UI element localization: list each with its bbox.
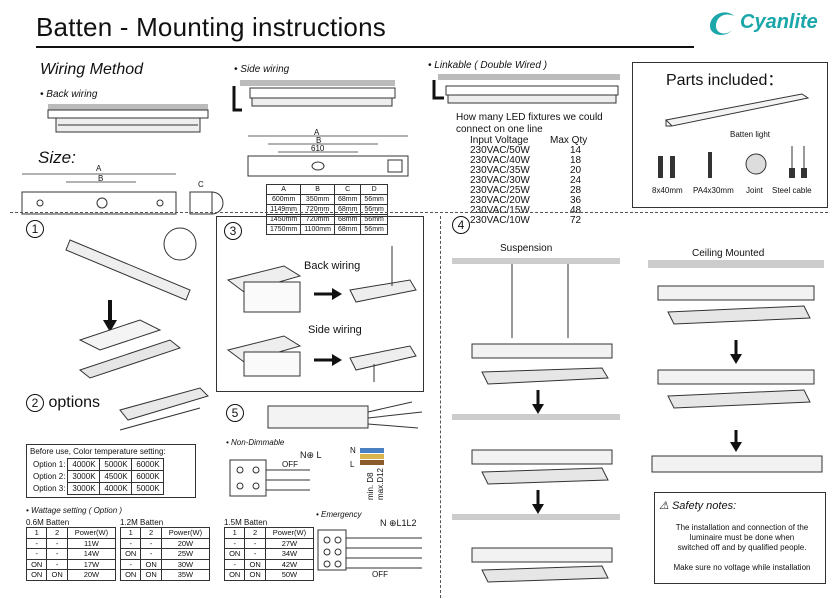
brand-logo: Cyanlite <box>706 6 818 42</box>
step-3-back-label: Back wiring <box>304 260 361 272</box>
min-d8-label: min. D8 <box>366 472 375 500</box>
step-3-side-label: Side wiring <box>308 324 362 336</box>
step-3-illustration <box>226 246 417 382</box>
wire-end-icon <box>360 448 384 465</box>
warning-icon: ⚠ <box>659 500 669 512</box>
section-divider <box>10 212 828 213</box>
col-voltage: Input Voltage <box>470 135 529 146</box>
col-qty: Max Qty <box>550 135 588 146</box>
parts-heading: Parts included： <box>666 72 784 89</box>
logo-swirl-icon <box>710 12 734 35</box>
off-label: OFF <box>282 460 298 469</box>
suspension-illustration <box>452 258 620 583</box>
title-underline <box>36 46 694 48</box>
part-label: Steel cable <box>772 186 812 195</box>
step-5-illustration <box>267 401 423 429</box>
part-label: PA4x30mm <box>693 186 734 195</box>
nl-label: N⊕ L <box>300 450 322 460</box>
safety-notes-box: ⚠ Safety notes: The installation and con… <box>654 492 826 584</box>
wattage-table-title: 1.5M Batten <box>224 518 268 527</box>
linkable-label: • Linkable ( Double Wired ) <box>428 60 548 71</box>
safety-heading: ⚠ Safety notes: <box>659 500 737 512</box>
terminal-block-diagram <box>229 459 310 497</box>
linkable-diagram <box>432 74 620 104</box>
size-side-view <box>247 135 409 177</box>
max-d12-label: max.D12 <box>376 467 385 500</box>
step-3-box <box>216 216 424 392</box>
step-5-number: 5 <box>226 404 244 422</box>
batten-light-label: Batten light <box>730 130 771 139</box>
parts-hardware-image <box>658 146 807 178</box>
l-label: L <box>350 460 355 469</box>
step-2-label: options <box>48 394 101 411</box>
batten-light-image <box>664 93 810 127</box>
dim-a-label: A <box>96 164 102 173</box>
size-top-view <box>21 173 224 215</box>
emergency-label: • Emergency <box>316 510 362 519</box>
dim-b-label: B <box>98 174 104 183</box>
step-2-number: 2 <box>26 394 44 412</box>
screw-icon <box>670 156 675 178</box>
side-wiring-label: • Side wiring <box>234 64 290 75</box>
step-3-number: 3 <box>224 222 242 240</box>
wiring-method-heading: Wiring Method <box>40 61 144 78</box>
step-1-number: 1 <box>26 220 44 238</box>
step-4-number: 4 <box>452 216 470 234</box>
part-label: 8x40mm <box>652 186 683 195</box>
step-1-illustration <box>65 227 197 379</box>
step-2-illustration <box>119 387 209 431</box>
brand-name: Cyanlite <box>740 11 818 33</box>
back-wiring-diagram <box>47 104 209 133</box>
parts-included-box <box>632 62 828 208</box>
step-2: 2 options <box>26 394 100 412</box>
part-label: Joint <box>746 186 763 195</box>
side-wiring-diagram <box>232 80 396 112</box>
color-temp-box: Before use, Color temperature setting: O… <box>26 444 196 498</box>
dim-610-label: 610 <box>311 144 325 153</box>
color-temp-note: Before use, Color temperature setting: <box>30 447 166 456</box>
screw-icon <box>708 152 712 178</box>
size-heading: Size: <box>38 148 76 167</box>
page-title: Batten - Mounting instructions <box>36 12 386 42</box>
joint-icon <box>745 153 767 175</box>
n-label: N <box>350 446 356 455</box>
suspension-label: Suspension <box>500 243 553 254</box>
linkable-question: How many LED fixtures we could connect o… <box>456 112 603 135</box>
safety-text: The installation and connection of the l… <box>673 523 811 572</box>
dim-c-label: C <box>198 180 204 189</box>
ceiling-mounted-illustration <box>648 260 824 473</box>
emergency-terminal-diagram <box>317 529 422 571</box>
nll-label: N ⊕L1L2 <box>380 518 417 528</box>
dim-a-label-2: A <box>314 128 320 137</box>
screw-icon <box>658 156 663 178</box>
wattage-table-title: 1.2M Batten <box>120 518 164 527</box>
wattage-heading: • Wattage setting ( Option ) <box>26 506 123 515</box>
off-label-2: OFF <box>372 570 388 579</box>
non-dimmable-label: • Non-Dimmable <box>226 438 285 447</box>
vertical-divider <box>440 216 441 598</box>
wattage-table-title: 0.6M Batten <box>26 518 70 527</box>
ceiling-mounted-label: Ceiling Mounted <box>692 248 765 259</box>
dim-b-label-2: B <box>316 136 322 145</box>
back-wiring-label: • Back wiring <box>40 89 98 100</box>
